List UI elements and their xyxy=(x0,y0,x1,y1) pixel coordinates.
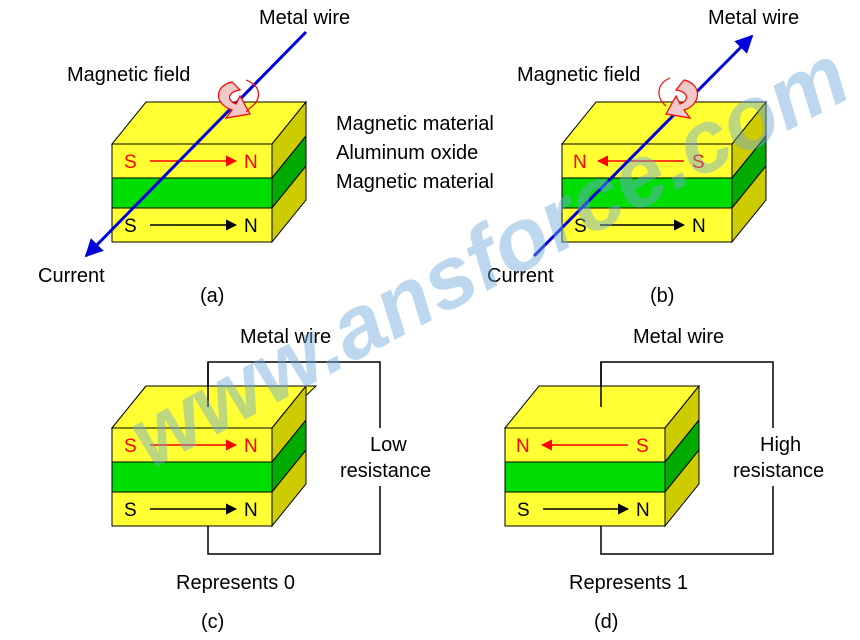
bottom-layer-left-pole: S xyxy=(124,216,137,237)
magnetic-field-label: Magnetic field xyxy=(67,64,190,86)
panel-label: (a) xyxy=(200,285,224,307)
panel-b: N S S N Metal wire Magnetic field Curren… xyxy=(487,7,799,307)
legend-aluminum-oxide: Aluminum oxide xyxy=(336,142,478,164)
bottom-layer-left-pole: S xyxy=(574,216,587,237)
top-layer-left-pole: S xyxy=(124,152,137,173)
metal-wire-label: Metal wire xyxy=(259,7,350,29)
metal-wire-label: Metal wire xyxy=(240,326,331,348)
metal-wire-label: Metal wire xyxy=(633,326,724,348)
magnetic-field-curl-icon xyxy=(658,77,699,119)
top-layer-right-pole: S xyxy=(636,436,649,457)
bottom-layer-left-pole: S xyxy=(124,500,137,521)
resistance-label-line1: Low xyxy=(370,434,407,456)
panel-label: (d) xyxy=(594,611,618,633)
panel-d: N S S N Metal wire High resistance Repre… xyxy=(503,326,838,633)
layer-legend: Magnetic material Aluminum oxide Magneti… xyxy=(336,113,494,193)
magnetic-field-curl-icon xyxy=(217,79,260,119)
magnetic-field-label: Magnetic field xyxy=(517,64,640,86)
bottom-layer-right-pole: N xyxy=(692,216,706,237)
resistance-label-line2: resistance xyxy=(340,460,431,482)
represents-label: Represents 1 xyxy=(569,572,688,594)
metal-wire-arrow xyxy=(84,30,308,258)
resistance-label-bg xyxy=(730,428,838,486)
panel-a: S N S N Metal wire Magnetic field Curren… xyxy=(38,7,350,307)
legend-magnetic-material-bottom: Magnetic material xyxy=(336,171,494,193)
panel-label: (c) xyxy=(201,611,224,633)
legend-magnetic-material-top: Magnetic material xyxy=(336,113,494,135)
top-layer-right-pole: S xyxy=(692,152,705,173)
resistance-label-line2: resistance xyxy=(733,460,824,482)
bottom-layer-right-pole: N xyxy=(244,500,258,521)
represents-label: Represents 0 xyxy=(176,572,295,594)
panel-c: S N S N Metal wire Low resistance Repres… xyxy=(110,326,444,633)
bottom-layer-left-pole: S xyxy=(517,500,530,521)
resistance-label-bg xyxy=(338,428,444,486)
top-layer-right-pole: N xyxy=(244,436,258,457)
top-layer-right-pole: N xyxy=(244,152,258,173)
bottom-layer-right-pole: N xyxy=(244,216,258,237)
top-layer-left-pole: N xyxy=(516,436,530,457)
oxide-layer xyxy=(111,461,273,493)
bottom-layer-right-pole: N xyxy=(636,500,650,521)
top-layer-left-pole: N xyxy=(573,152,587,173)
current-label: Current xyxy=(487,265,554,287)
metal-wire-label: Metal wire xyxy=(708,7,799,29)
oxide-layer xyxy=(504,461,666,493)
current-label: Current xyxy=(38,265,105,287)
panel-label: (b) xyxy=(650,285,674,307)
resistance-label-line1: High xyxy=(760,434,801,456)
metal-wire-arrow xyxy=(532,34,754,258)
top-layer-left-pole: S xyxy=(124,436,137,457)
